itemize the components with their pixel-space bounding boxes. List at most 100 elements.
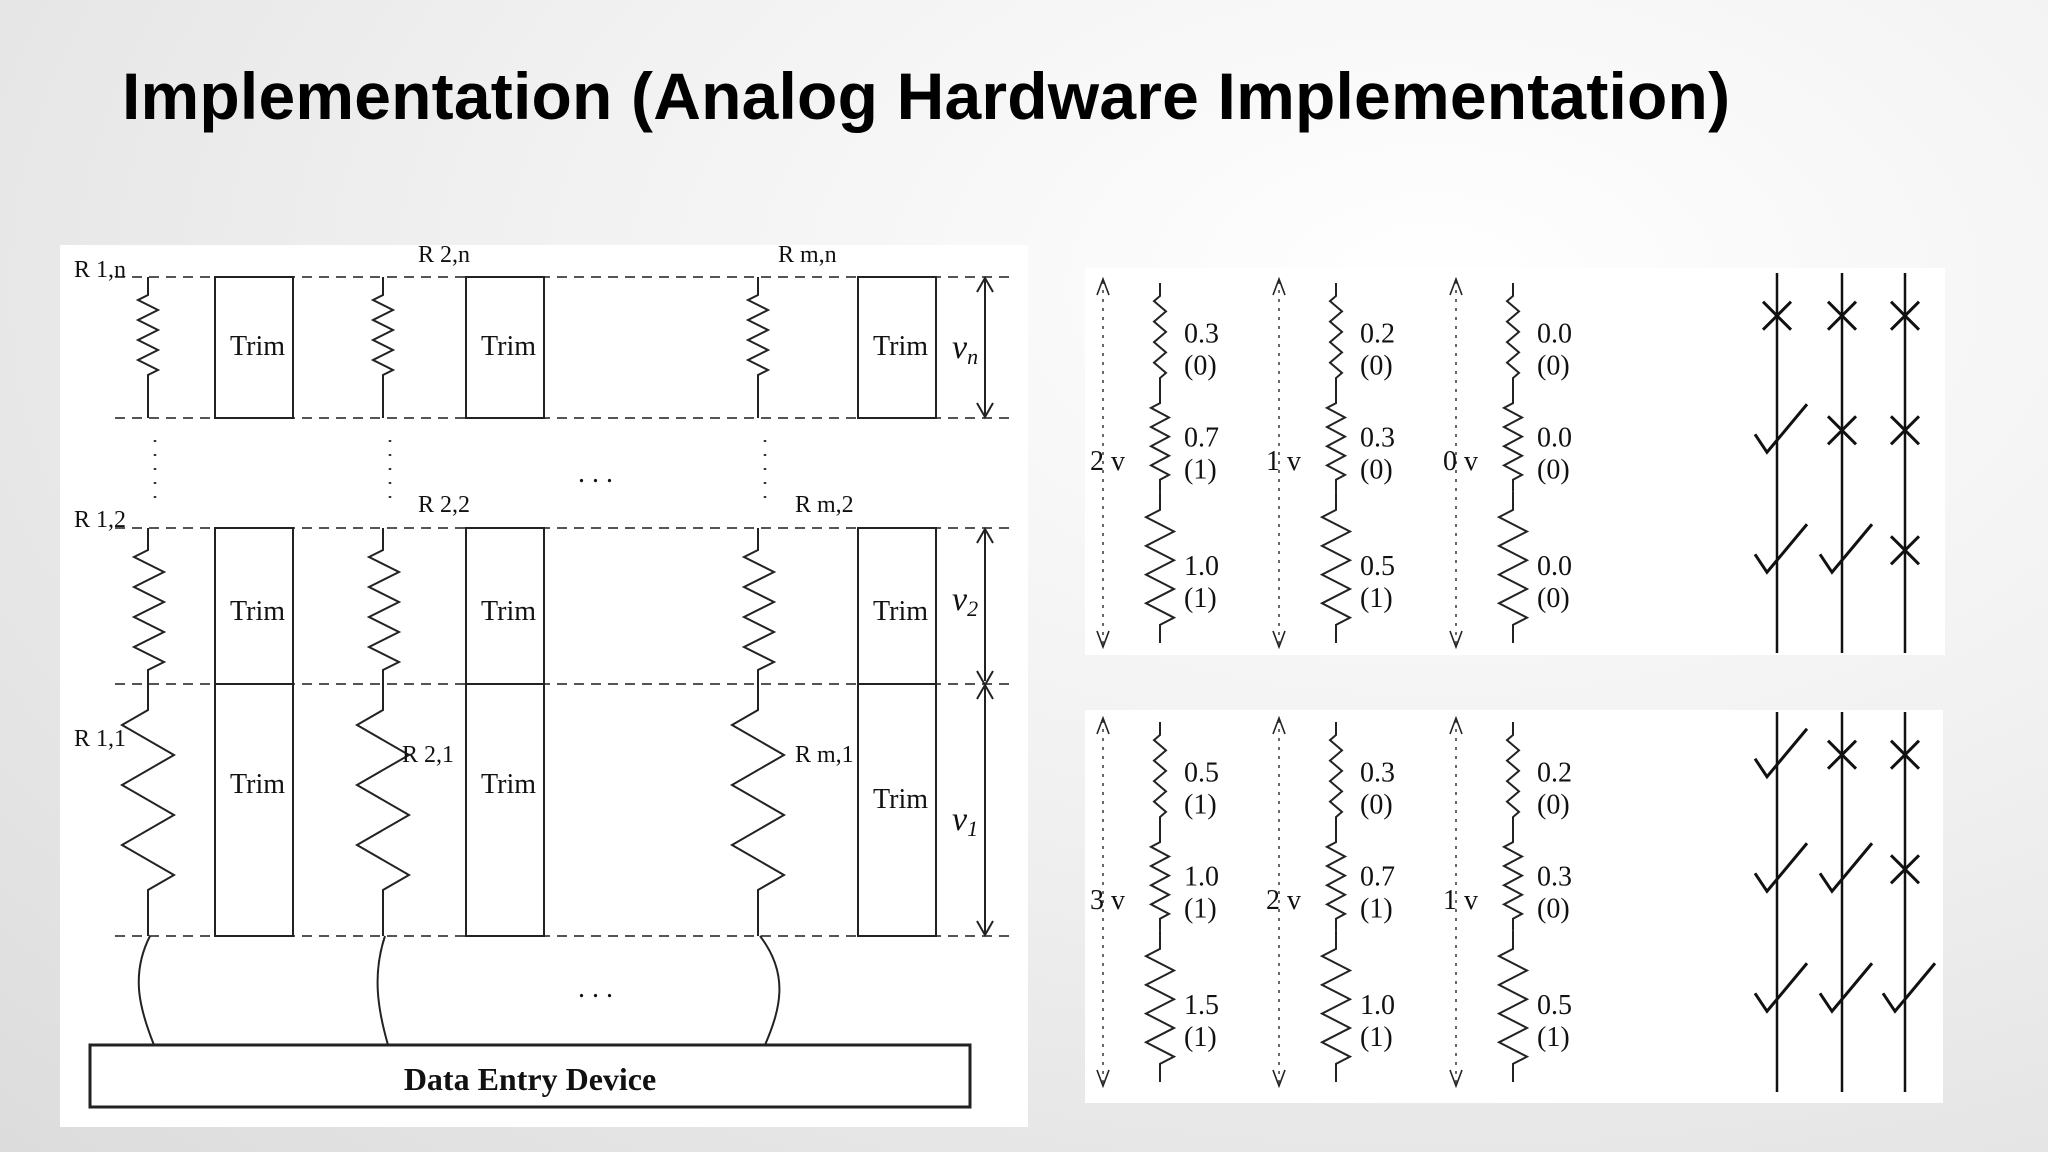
bottom-resistor-value: 0.3 <box>1360 757 1395 788</box>
top-arrow-head-top <box>1272 276 1286 296</box>
bottom-arrow-head-bottom <box>1449 1069 1463 1089</box>
trim-box-mn <box>857 276 937 419</box>
top-resistor-value: 1.0 <box>1184 551 1219 582</box>
top-voltage-label: 0 v <box>1443 446 1478 477</box>
trim-label: Trim <box>481 596 536 627</box>
wire-col1-device <box>137 935 155 1046</box>
top-resistor <box>1496 491 1530 643</box>
bottom-check-mark <box>1818 962 1874 1014</box>
slide-title: Implementation (Analog Hardware Implemen… <box>122 59 1731 133</box>
top-check-mark <box>1753 523 1809 575</box>
top-bit-value: (1) <box>1184 454 1217 485</box>
bottom-resistor-value: 0.5 <box>1184 757 1219 788</box>
bottom-resistor <box>1496 930 1530 1082</box>
top-bit-value: (0) <box>1537 583 1570 614</box>
wire-colm-device <box>759 935 781 1046</box>
top-check-mark <box>1753 403 1809 455</box>
resistor-r11 <box>119 684 177 936</box>
resistor-r12 <box>131 528 167 684</box>
left-circuit: Trim Trim Trim Trim Trim Trim Trim Trim … <box>74 242 1010 1109</box>
arrow-v2-head-top <box>976 526 994 544</box>
bottom-resistor <box>1152 722 1168 830</box>
bottom-x-mark <box>1889 854 1921 885</box>
trim-box-2n <box>465 276 545 419</box>
bottom-check-mark <box>1753 962 1809 1014</box>
top-bit-value: (0) <box>1537 350 1570 381</box>
bottom-voltage-label: 2 v <box>1266 885 1301 916</box>
top-bit-value: (0) <box>1537 454 1570 485</box>
bottom-bit-value: (1) <box>1184 893 1217 924</box>
trim-label: Trim <box>230 769 285 800</box>
bottom-bit-value: (1) <box>1360 1022 1393 1053</box>
bottom-bit-value: (0) <box>1360 789 1393 820</box>
bottom-check-mark <box>1881 962 1937 1014</box>
v2-sub: 2 <box>967 596 978 621</box>
top-resistor <box>1324 391 1348 492</box>
bottom-arrow-head-bottom <box>1096 1069 1110 1089</box>
trim-label: Trim <box>481 769 536 800</box>
label-r12: R 1,2 <box>74 507 126 533</box>
top-bit-value: (1) <box>1184 583 1217 614</box>
trim-box-21 <box>465 683 545 937</box>
top-voltage-label: 1 v <box>1266 446 1301 477</box>
trim-label: Trim <box>481 331 536 362</box>
top-resistor <box>1319 491 1353 643</box>
v2-base: v <box>952 581 968 618</box>
data-entry-device-box <box>88 1043 972 1109</box>
right-top-pane <box>1085 268 1945 655</box>
v1-base: v <box>952 801 968 838</box>
top-arrow-head-bottom <box>1449 630 1463 650</box>
top-resistor-value: 0.3 <box>1184 318 1219 349</box>
bottom-resistor-value: 1.0 <box>1184 861 1219 892</box>
bottom-x-mark <box>1826 739 1858 770</box>
bottom-resistor <box>1319 930 1353 1082</box>
arrow-vn-head-bottom <box>976 402 994 420</box>
bottom-arrow-head-top <box>1449 715 1463 735</box>
bottom-check-mark <box>1753 842 1809 894</box>
top-bit-value: (0) <box>1360 350 1393 381</box>
top-resistor-value: 0.7 <box>1184 422 1219 453</box>
bottom-bit-value: (1) <box>1537 1022 1570 1053</box>
top-resistor-value: 0.5 <box>1360 551 1395 582</box>
bottom-resistor <box>1328 722 1344 830</box>
vn-sub: n <box>967 344 978 369</box>
bottom-resistor-value: 1.5 <box>1184 990 1219 1021</box>
label-rm1: R m,1 <box>795 742 854 768</box>
resistor-rmn <box>745 277 771 418</box>
trim-box-m1 <box>857 683 937 937</box>
bottom-bit-value: (1) <box>1184 1022 1217 1053</box>
label-r1n: R 1,n <box>74 257 126 283</box>
bottom-resistor-value: 0.5 <box>1537 990 1572 1021</box>
bottom-voltage-label: 1 v <box>1443 885 1478 916</box>
bottom-bit-value: (1) <box>1184 789 1217 820</box>
label-r2n: R 2,n <box>418 242 470 268</box>
resistor-rm2 <box>741 528 777 684</box>
label-r22: R 2,2 <box>418 492 470 518</box>
ellipsis-middle: . . . <box>578 458 613 489</box>
top-resistor <box>1505 283 1521 391</box>
bottom-bit-value: (0) <box>1537 789 1570 820</box>
bottom-voltage-label: 3 v <box>1090 885 1125 916</box>
top-resistor <box>1148 391 1172 492</box>
top-check-mark <box>1818 523 1874 575</box>
top-x-mark <box>1826 300 1858 331</box>
bottom-arrow-head-bottom <box>1272 1069 1286 1089</box>
top-resistor-value: 0.2 <box>1360 318 1395 349</box>
top-x-mark <box>1889 415 1921 446</box>
top-arrow-head-top <box>1096 276 1110 296</box>
top-x-mark <box>1826 415 1858 446</box>
arrow-vn-head-top <box>976 275 994 293</box>
vn-base: v <box>952 329 968 366</box>
top-x-mark <box>1889 535 1921 566</box>
resistor-r2n <box>370 277 396 418</box>
top-resistor <box>1328 283 1344 391</box>
label-r11: R 1,1 <box>74 726 126 752</box>
voltage-label-v2: v2 <box>952 581 978 621</box>
trim-label: Trim <box>230 331 285 362</box>
top-resistor <box>1501 391 1525 492</box>
bottom-resistor-value: 0.2 <box>1537 757 1572 788</box>
bottom-resistor-value: 0.7 <box>1360 861 1395 892</box>
trim-box-1n <box>214 276 294 419</box>
top-arrow-head-top <box>1449 276 1463 296</box>
top-resistor <box>1152 283 1168 391</box>
